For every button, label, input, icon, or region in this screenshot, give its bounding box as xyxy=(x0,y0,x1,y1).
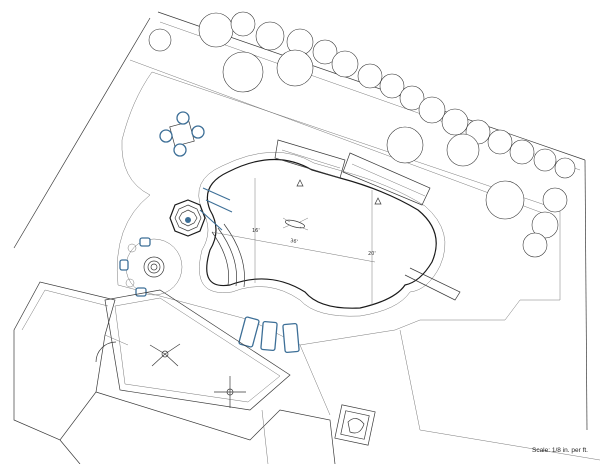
swimmer-figure xyxy=(282,217,309,231)
hot-tub xyxy=(334,404,376,446)
pool-width-right-dimension: 20' xyxy=(368,251,376,257)
umbrella-gazebo xyxy=(169,199,206,237)
pool-steps xyxy=(211,223,245,288)
ceiling-fan-1 xyxy=(149,343,181,367)
chaise-lounges-bottom xyxy=(238,316,300,354)
pool-length-dimension: 36' xyxy=(290,238,299,245)
lounge-chairs-left xyxy=(199,187,233,231)
pool-equipment-strip xyxy=(274,139,431,206)
house-footprint xyxy=(13,281,336,464)
site-lines-lower xyxy=(261,329,600,464)
pool-coping xyxy=(198,151,446,317)
scale-note: Scale: 1/8 in. per ft. xyxy=(531,447,588,454)
pool-outline xyxy=(206,158,437,309)
pool-dimensions: 36' 16' 20' xyxy=(211,178,376,305)
ceiling-fan-2 xyxy=(214,376,246,408)
fire-pit-seating xyxy=(119,237,183,297)
tree-line xyxy=(148,11,576,258)
pool-width-left-dimension: 16' xyxy=(252,228,260,234)
patio-table-set xyxy=(159,111,205,157)
deck-path xyxy=(404,267,461,301)
